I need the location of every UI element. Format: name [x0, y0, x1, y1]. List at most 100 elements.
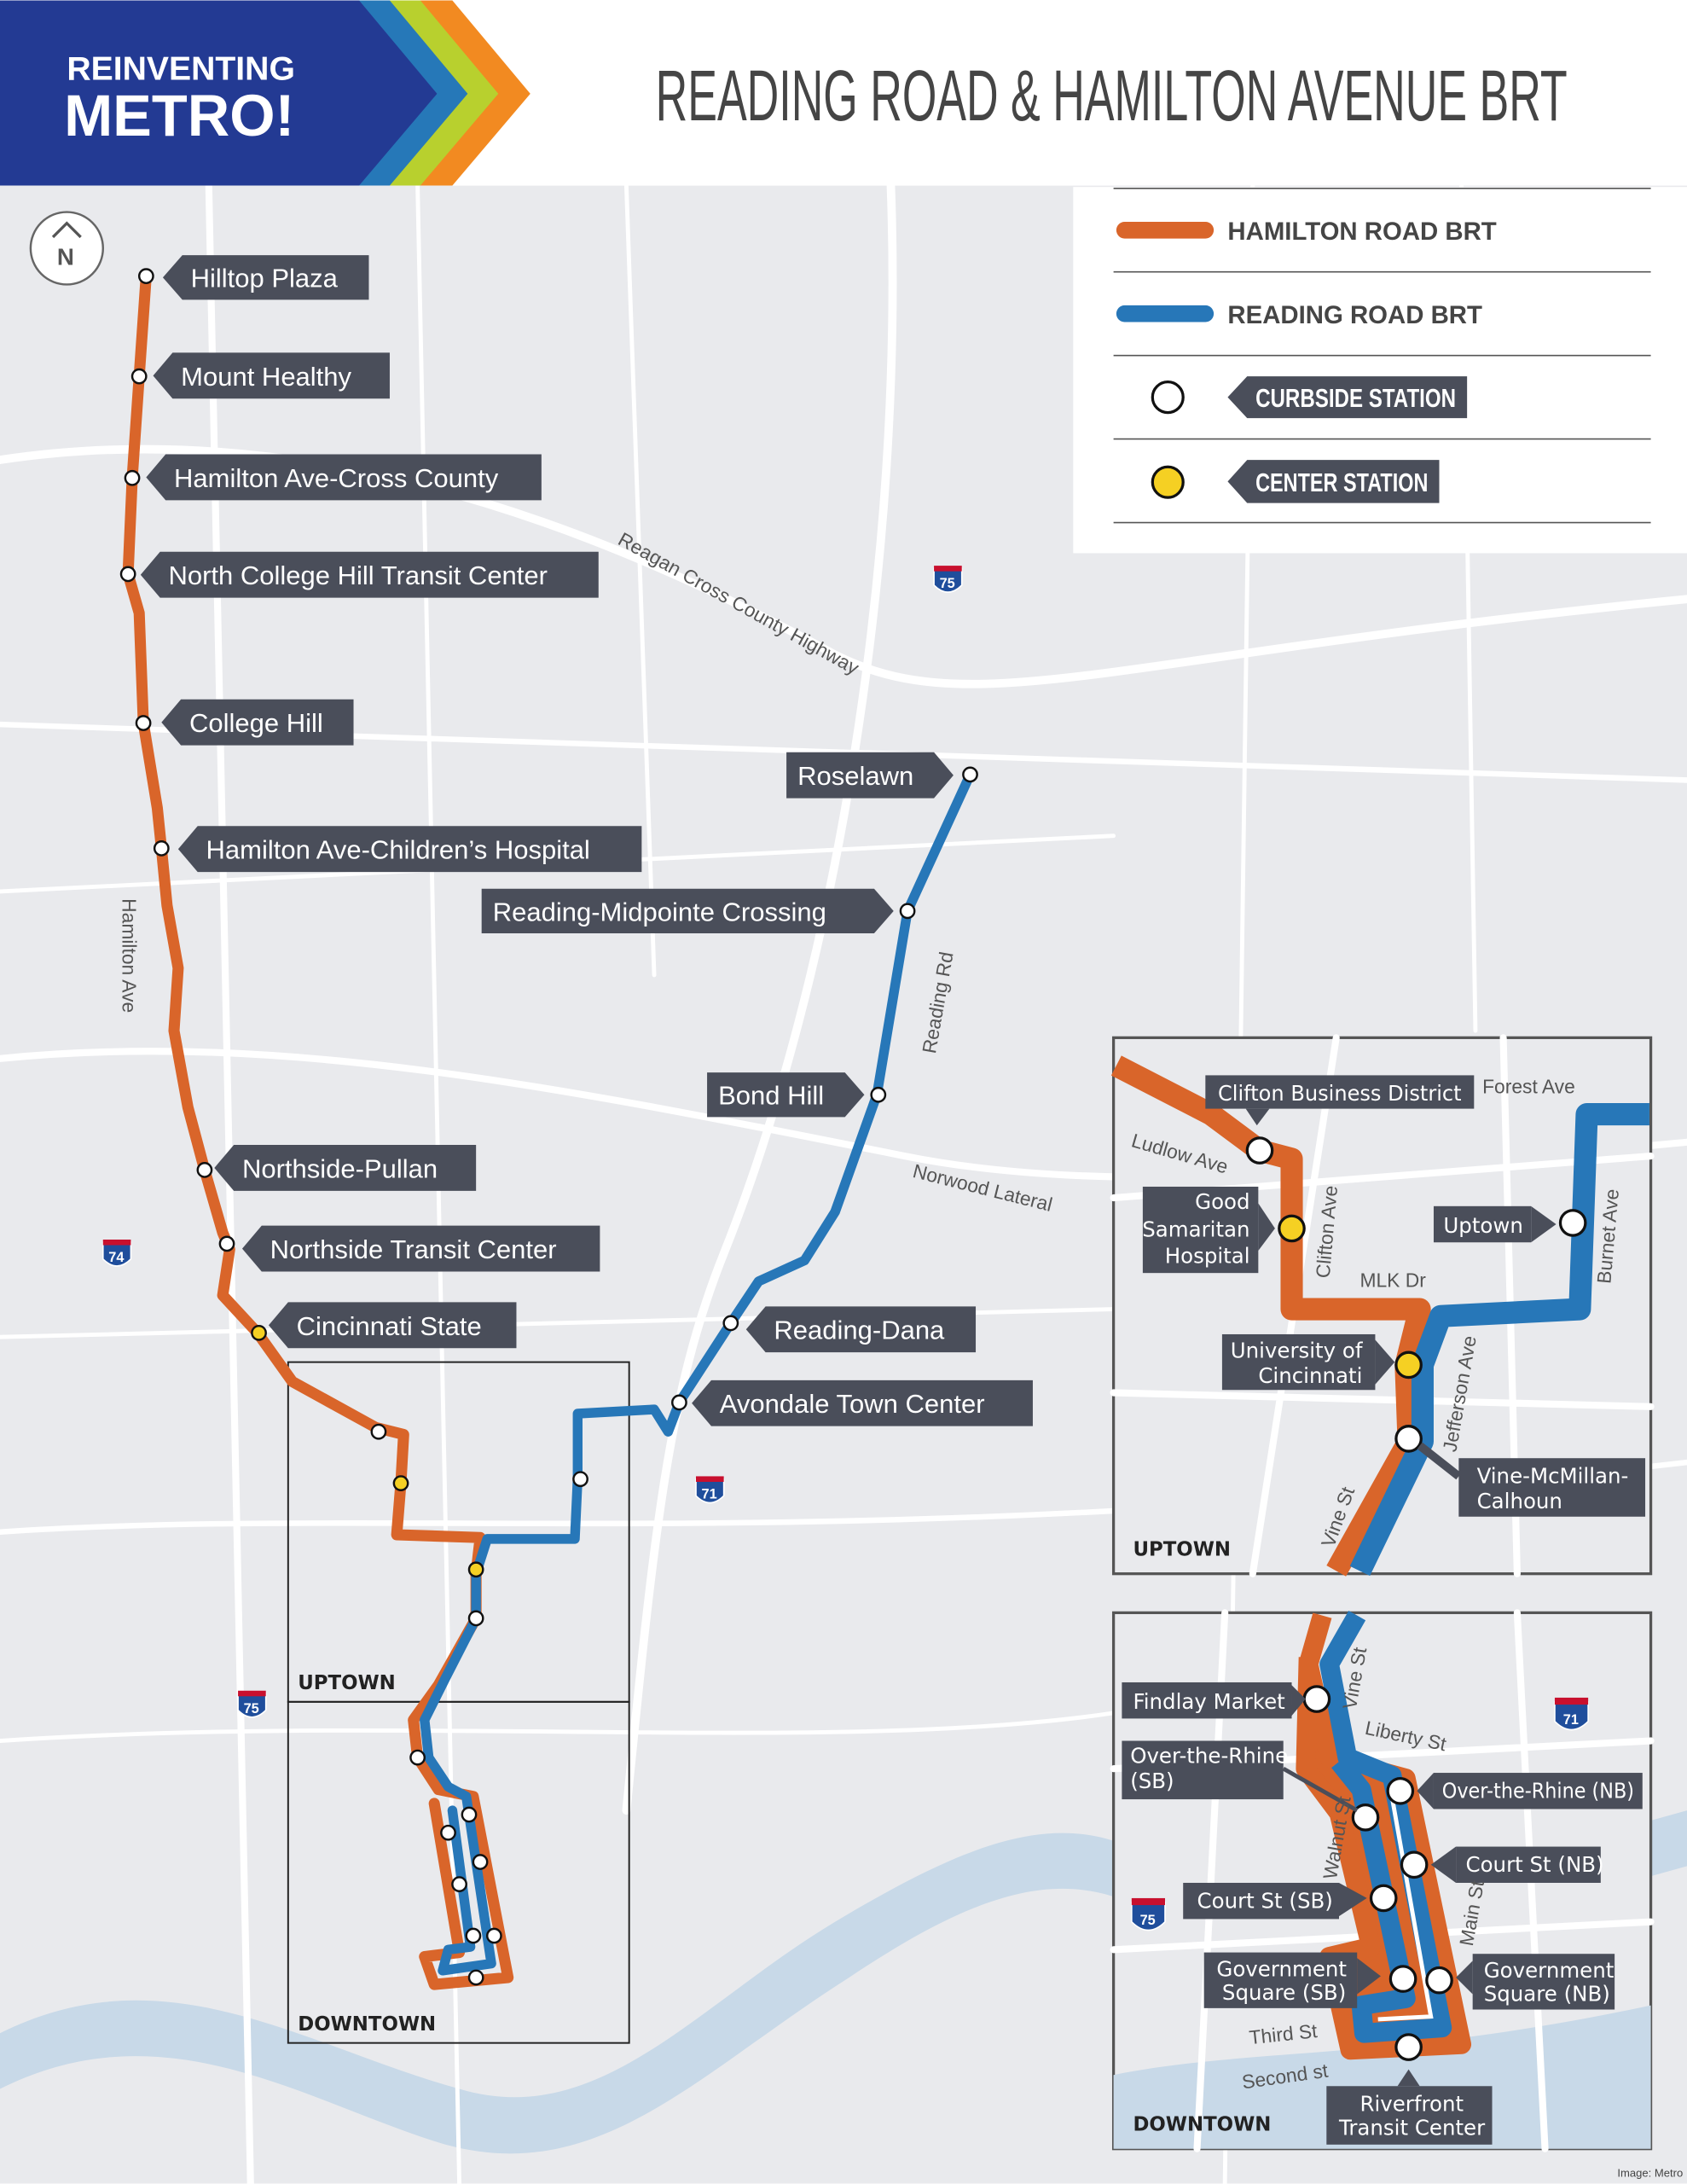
station-court-sb[interactable]	[1369, 1884, 1398, 1913]
station-vine-mcmillan[interactable]	[1394, 1425, 1423, 1453]
label-northside-pullan[interactable]: Northside-Pullan	[214, 1145, 477, 1191]
station[interactable]	[409, 1749, 426, 1766]
label-good-sam-3[interactable]: Hospital	[1165, 1244, 1250, 1269]
road-mlk-dr: MLK Dr	[1359, 1269, 1426, 1291]
stations	[119, 268, 978, 1986]
uptown-inset: Clifton Business District Good Samaritan…	[1110, 1034, 1655, 1577]
station-reading-dana[interactable]	[722, 1315, 739, 1332]
station[interactable]	[451, 1876, 467, 1892]
station-avondale[interactable]	[671, 1394, 687, 1411]
label-avondale[interactable]: Avondale Town Center	[692, 1380, 1033, 1426]
station[interactable]	[467, 1561, 484, 1578]
label-box	[268, 1302, 517, 1349]
label-uptown[interactable]: Uptown	[1443, 1213, 1523, 1238]
label-box	[1227, 460, 1440, 503]
station-childrens-hospital[interactable]	[153, 840, 170, 857]
label-good-sam-1[interactable]: Good	[1195, 1189, 1249, 1214]
station[interactable]	[461, 1806, 478, 1823]
station[interactable]	[392, 1475, 409, 1491]
station-gov-sb[interactable]	[1388, 1965, 1417, 1993]
label-otr-sb-1[interactable]: Over-the-Rhine	[1130, 1744, 1288, 1769]
station-roselawn[interactable]	[962, 766, 978, 783]
center-station-icon	[1151, 465, 1185, 499]
label-cross-county[interactable]: Hamilton Ave-Cross County	[146, 454, 542, 501]
label-uc-2[interactable]: Cincinnati	[1258, 1363, 1362, 1388]
station-cincinnati-state[interactable]	[251, 1324, 267, 1341]
label-northside-tc[interactable]: Northside Transit Center	[241, 1225, 600, 1272]
inset-label-downtown: DOWNTOWN	[1133, 2113, 1271, 2135]
label-midpointe[interactable]: Reading-Midpointe Crossing	[481, 888, 894, 933]
label-good-sam-2[interactable]: Samaritan	[1142, 1217, 1249, 1242]
station[interactable]	[370, 1423, 387, 1440]
station[interactable]	[485, 1927, 502, 1944]
label-bond-hill[interactable]: Bond Hill	[707, 1072, 865, 1118]
label-text: Roselawn	[797, 761, 913, 791]
label-court-nb[interactable]: Court St (NB)	[1466, 1852, 1604, 1877]
interstate-shield-icon: 75	[1131, 1897, 1166, 1931]
label-box	[162, 255, 369, 300]
label-gov-nb-1[interactable]: Government	[1484, 1958, 1615, 1983]
label-clifton[interactable]: Clifton Business District	[1218, 1081, 1462, 1106]
station[interactable]	[472, 1854, 489, 1870]
station-uptown[interactable]	[1558, 1209, 1587, 1237]
label-findlay[interactable]: Findlay Market	[1133, 1689, 1285, 1714]
region-uptown: UPTOWN	[298, 1672, 396, 1694]
label-reading-dana[interactable]: Reading-Dana	[745, 1306, 977, 1353]
station[interactable]	[467, 1969, 484, 1986]
station-northside-pullan[interactable]	[196, 1162, 213, 1178]
curbside-station-icon	[1151, 380, 1185, 415]
station-hilltop-plaza[interactable]	[137, 268, 154, 285]
label-text: Hamilton Ave-Children’s Hospital	[206, 835, 590, 865]
label-box	[241, 1225, 600, 1272]
label-riverfront-2[interactable]: Transit Center	[1338, 2115, 1486, 2140]
logo-line1: REINVENTING	[67, 51, 295, 88]
station-mount-healthy[interactable]	[130, 368, 148, 385]
station-otr-sb[interactable]	[1351, 1803, 1380, 1832]
label-box	[786, 752, 954, 799]
label-gov-nb-2[interactable]: Square (NB)	[1484, 1982, 1610, 2007]
label-childrens-hospital[interactable]: Hamilton Ave-Children’s Hospital	[177, 826, 642, 873]
station-cross-county[interactable]	[124, 469, 141, 486]
interstate-shield-icon: 74	[101, 1239, 132, 1267]
label-nch-transit-center[interactable]: North College Hill Transit Center	[140, 551, 599, 598]
station[interactable]	[467, 1610, 484, 1627]
label-college-hill[interactable]: College Hill	[161, 699, 354, 746]
station[interactable]	[465, 1927, 482, 1944]
label-text: Hilltop Plaza	[191, 264, 339, 293]
station-court-nb[interactable]	[1400, 1850, 1429, 1879]
station-gov-nb[interactable]	[1425, 1966, 1453, 1995]
label-gov-sb-2[interactable]: Square (SB)	[1222, 1980, 1346, 2005]
label-riverfront-1[interactable]: Riverfront	[1359, 2092, 1464, 2117]
station[interactable]	[572, 1471, 588, 1488]
label-gov-sb-1[interactable]: Government	[1216, 1956, 1347, 1981]
label-roselawn[interactable]: Roselawn	[786, 752, 954, 799]
station-findlay[interactable]	[1302, 1685, 1331, 1713]
station-bond-hill[interactable]	[870, 1086, 887, 1103]
svg-text:74: 74	[108, 1250, 124, 1265]
label-vine-mcmillan-2[interactable]: Calhoun	[1477, 1489, 1562, 1513]
station-otr-nb[interactable]	[1386, 1776, 1415, 1805]
label-vine-mcmillan-1[interactable]: Vine-McMillan-	[1477, 1464, 1629, 1489]
station-good-sam[interactable]	[1278, 1214, 1306, 1243]
label-otr-sb-2[interactable]: (SB)	[1130, 1769, 1174, 1793]
station-nch-transit-center[interactable]	[119, 566, 136, 583]
north-arrow-icon: N	[29, 211, 104, 286]
station-clifton[interactable]	[1245, 1136, 1274, 1165]
station[interactable]	[440, 1824, 456, 1841]
label-text: Hamilton Ave-Cross County	[174, 463, 499, 493]
label-hilltop-plaza[interactable]: Hilltop Plaza	[162, 255, 369, 300]
label-court-sb[interactable]: Court St (SB)	[1197, 1888, 1333, 1913]
label-cincinnati-state[interactable]: Cincinnati State	[268, 1302, 517, 1349]
station-midpointe[interactable]	[899, 903, 916, 920]
legend: HAMILTON ROAD BRT READING ROAD BRT CURBS…	[1073, 187, 1687, 554]
station-uc[interactable]	[1394, 1350, 1423, 1380]
station-college-hill[interactable]	[135, 715, 152, 731]
label-mount-healthy[interactable]: Mount Healthy	[153, 352, 390, 399]
label-text: Cincinnati State	[297, 1311, 482, 1341]
label-uc-1[interactable]: University of	[1231, 1339, 1364, 1363]
station-riverfront[interactable]	[1394, 2033, 1423, 2061]
label-otr-nb[interactable]: Over-the-Rhine (NB)	[1442, 1778, 1634, 1803]
label-text: Bond Hill	[718, 1081, 824, 1111]
station-northside-tc[interactable]	[218, 1235, 235, 1252]
interstate-shield-icon: 71	[695, 1476, 725, 1504]
